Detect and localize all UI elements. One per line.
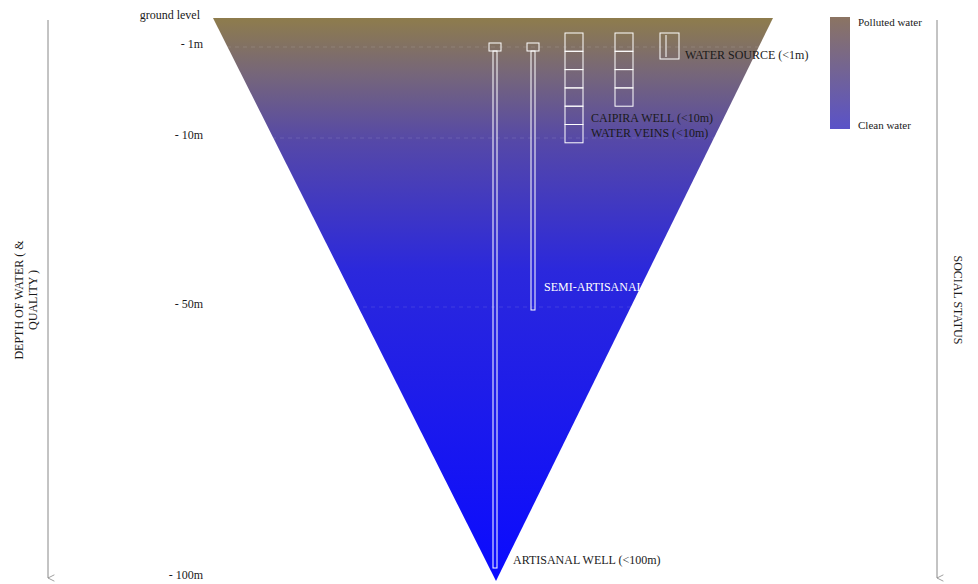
well-segment — [615, 51, 633, 69]
water-triangle — [213, 18, 773, 581]
status-axis — [937, 20, 938, 578]
well-segment — [615, 70, 633, 88]
depth-tick: - 10m — [175, 128, 203, 142]
caipira-well — [615, 33, 633, 106]
caipira-well — [565, 33, 583, 143]
water-source — [660, 33, 679, 59]
well-segment — [565, 70, 583, 88]
well-segment — [565, 33, 583, 51]
well-segment — [565, 125, 583, 143]
artisanal-well-shaft — [493, 51, 497, 568]
well-segment — [565, 51, 583, 69]
semi-artisanal-well-shaft — [531, 51, 535, 310]
well-label: WATER VEINS (<10m) — [591, 126, 708, 140]
legend-swatch — [830, 17, 850, 73]
legend-label: Polluted water — [858, 16, 922, 29]
water-source-inner — [666, 35, 667, 57]
depth-tick: - 50m — [175, 297, 203, 311]
artisanal-well-head — [489, 43, 501, 51]
well-segment — [565, 106, 583, 124]
well-label: SEMI-ARTISANAL WELL (<50m) — [544, 280, 718, 294]
legend-label: Clean water — [858, 119, 911, 132]
axis-title: SOCIAL STATUS — [951, 236, 965, 364]
well-label: WATER SOURCE (<1m) — [685, 48, 808, 62]
legend-swatch — [830, 73, 850, 129]
well-segment — [615, 33, 633, 51]
well-segment — [565, 88, 583, 106]
depth-tick: - 100m — [169, 568, 203, 582]
well-segment — [615, 88, 633, 106]
well-label: CAIPIRA WELL (<10m) — [591, 111, 713, 125]
well-label: ARTISANAL WELL (<100m) — [513, 553, 661, 567]
semi-artisanal-well-head — [527, 43, 539, 51]
depth-tick: - 1m — [181, 37, 203, 51]
ground-label: ground level — [140, 8, 200, 22]
depth-axis — [48, 20, 49, 578]
axis-title: DEPTH OF WATER ( & QUALITY ) — [12, 236, 40, 364]
